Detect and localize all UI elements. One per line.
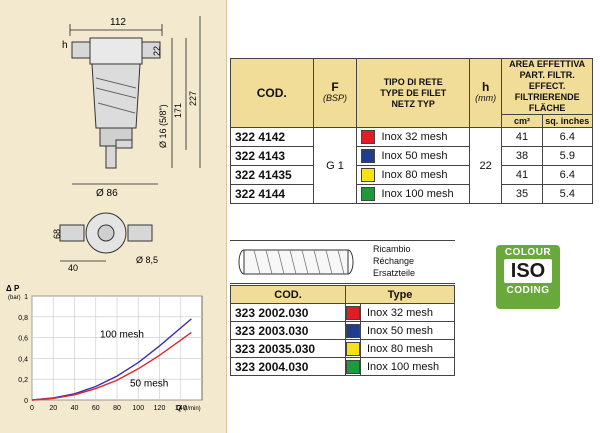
x-tick-label: 0	[30, 405, 34, 412]
dim-85: Ø 8,5	[136, 255, 158, 265]
x-axis-label: Q	[176, 405, 182, 412]
y-axis-label: Δ P	[6, 284, 20, 293]
series-label-50-mesh: 50 mesh	[130, 378, 168, 389]
filter-side-drawing: 112 h 22 171 227 Ø 16 (5/8") Ø 86	[62, 16, 201, 198]
y-tick-label: 0,6	[18, 336, 28, 343]
table-row: 323 2003.030 Inox 50 mesh	[230, 321, 455, 340]
table-row: 323 2002.030 Inox 32 mesh	[230, 303, 455, 322]
color-swatch	[361, 187, 376, 201]
col-sqin: sq. inches	[541, 114, 594, 128]
y-axis-unit: (bar)	[8, 295, 21, 301]
spare-code: 323 20035.030	[230, 339, 346, 358]
product-code: 322 4142	[230, 127, 314, 147]
color-cell	[345, 339, 361, 358]
spare-code: 323 2002.030	[230, 303, 346, 322]
table-row: 323 20035.030 Inox 80 mesh	[230, 339, 455, 358]
col-cm2: cm²	[501, 114, 543, 128]
table-row: 323 2004.030 Inox 100 mesh	[230, 357, 455, 376]
area-cm2: 41	[501, 127, 543, 147]
area-cm2: 41	[501, 165, 543, 185]
product-code: 322 41435	[230, 165, 314, 185]
mesh-cartridge-icon	[238, 249, 354, 275]
x-tick-label: 20	[49, 405, 57, 412]
y-tick-label: 1	[24, 294, 28, 301]
spare-type: Inox 100 mesh	[360, 357, 455, 376]
spare-type: Inox 80 mesh	[360, 339, 455, 358]
color-swatch	[346, 359, 360, 374]
spare-type: Inox 50 mesh	[360, 321, 455, 340]
area-sqin: 6.4	[541, 165, 594, 185]
h-value: 22	[468, 127, 503, 204]
col-h: h (mm)	[468, 58, 503, 128]
y-tick-label: 0,2	[18, 377, 28, 384]
area-cm2: 38	[501, 146, 543, 166]
dim-112: 112	[110, 17, 126, 28]
color-swatch	[361, 168, 376, 182]
dim-thread: Ø 16 (5/8")	[158, 104, 168, 148]
area-sqin: 5.4	[541, 184, 594, 204]
thread-value: G 1	[312, 127, 358, 204]
color-swatch	[346, 305, 360, 320]
x-axis-unit: (l/min)	[184, 406, 201, 412]
color-swatch	[346, 323, 360, 338]
pressure-drop-chart: 0 0,2 0,4 0,6 0,8 1 0 20 40 60 80 100 120 140 Δ P (bar)…	[6, 284, 203, 412]
dim-86: Ø 86	[96, 188, 118, 198]
dim-227: 227	[188, 91, 198, 106]
mesh-type: Inox 100 mesh	[356, 184, 470, 204]
spare-code: 323 2004.030	[230, 357, 346, 376]
y-tick-label: 0,8	[18, 315, 28, 322]
color-swatch	[361, 149, 376, 163]
dim-171: 171	[173, 103, 183, 118]
area-sqin: 5.9	[541, 146, 594, 166]
x-tick-label: 120	[154, 405, 166, 412]
x-tick-label: 40	[71, 405, 79, 412]
color-swatch	[346, 341, 360, 356]
spares-col-cod: COD.	[230, 285, 346, 304]
product-table: COD. F (BSP) TIPO DI RETE TYPE DE FILET …	[230, 58, 594, 204]
x-tick-label: 100	[132, 405, 144, 412]
spares-caption: Ricambio Réchange Ersatzteile	[373, 244, 416, 278]
col-f: F (BSP)	[312, 58, 358, 128]
color-cell	[345, 321, 361, 340]
y-tick-label: 0,4	[18, 356, 28, 363]
area-cm2: 35	[501, 184, 543, 204]
x-tick-label: 80	[113, 405, 121, 412]
dim-h: h	[62, 40, 68, 51]
mesh-type: Inox 80 mesh	[356, 165, 470, 185]
color-cell	[345, 303, 361, 322]
x-tick-label: 60	[92, 405, 100, 412]
dim-40: 40	[68, 263, 78, 273]
mesh-type: Inox 32 mesh	[356, 127, 470, 147]
spares-col-type: Type	[345, 285, 455, 304]
mesh-type: Inox 50 mesh	[356, 146, 470, 166]
color-cell	[345, 357, 361, 376]
color-swatch	[361, 130, 376, 144]
area-sqin: 6.4	[541, 127, 594, 147]
product-code: 322 4144	[230, 184, 314, 204]
col-cod: COD.	[230, 58, 314, 128]
product-code: 322 4143	[230, 146, 314, 166]
panel-divider	[226, 0, 227, 433]
dim-22: 22	[152, 46, 162, 56]
spares-caption-box: Ricambio Réchange Ersatzteile	[230, 240, 455, 284]
y-tick-label: 0	[24, 398, 28, 405]
dim-68: 68	[52, 229, 62, 239]
series-label-100-mesh: 100 mesh	[100, 330, 144, 341]
filter-top-drawing: 68 40 Ø 8,5	[52, 212, 158, 273]
col-tipo: TIPO DI RETE TYPE DE FILET NETZ TYP	[356, 58, 470, 128]
series-line-1	[31, 331, 192, 401]
spare-type: Inox 32 mesh	[360, 303, 455, 322]
spare-code: 323 2003.030	[230, 321, 346, 340]
iso-coding-badge: COLOUR ISO CODING	[496, 245, 560, 309]
x-tick-label: 140	[175, 405, 187, 412]
col-area: AREA EFFETTIVA PART. FILTR. EFFECT. FILT…	[501, 58, 593, 115]
